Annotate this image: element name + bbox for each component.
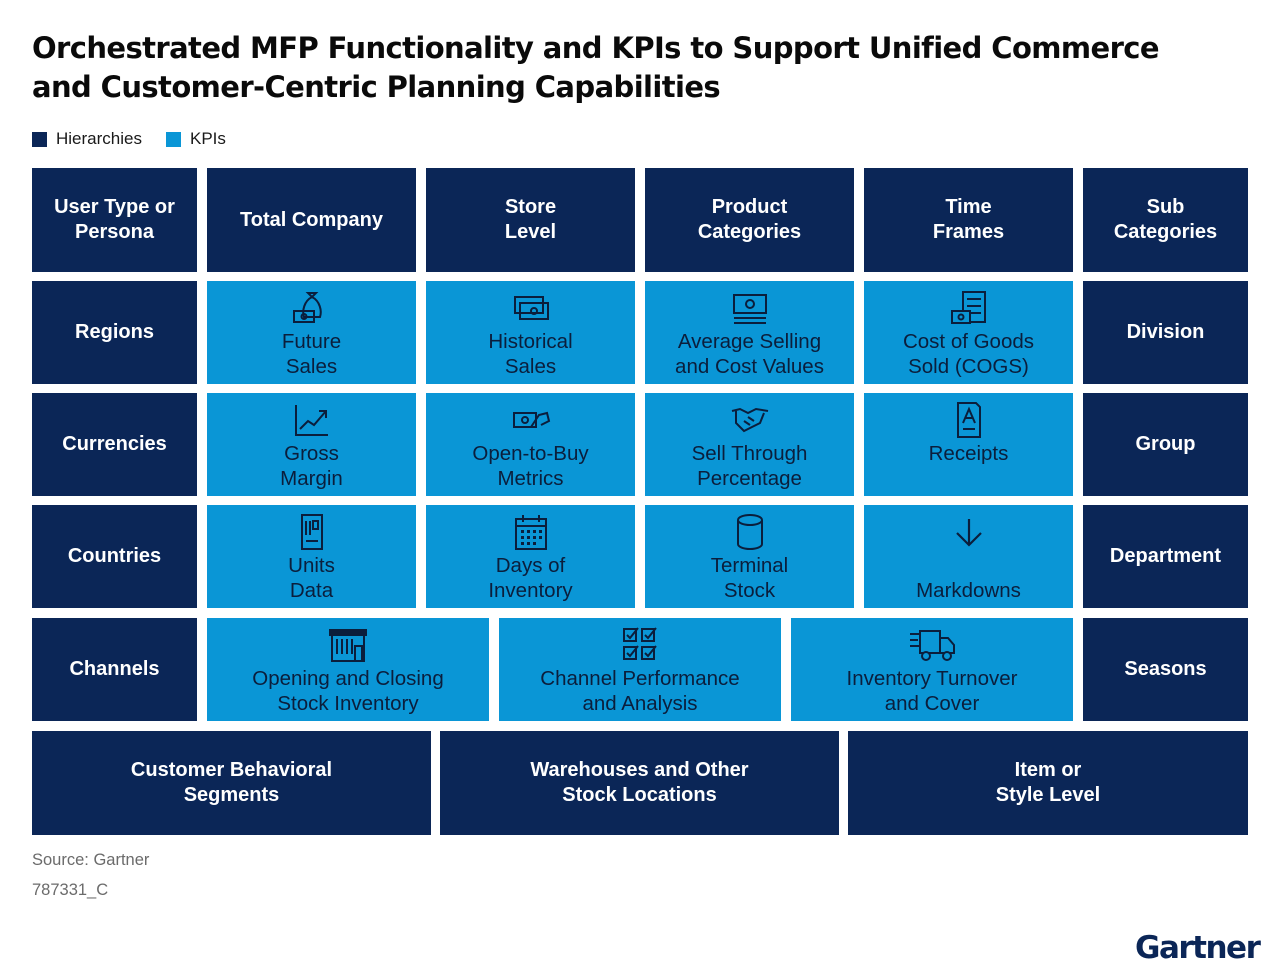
kpi-open-to-buy: Open-to-Buy Metrics <box>426 393 635 496</box>
kpi-label: Average Selling and Cost Values <box>675 330 824 378</box>
hierarchy-label: Time Frames <box>932 196 1005 243</box>
hierarchy-group: Group <box>1083 393 1248 496</box>
kpi-label: Open-to-Buy Metrics <box>472 442 589 490</box>
calendar-icon <box>511 511 551 553</box>
gartner-logo: Gartner <box>1135 930 1261 966</box>
hierarchy-division: Division <box>1083 281 1248 384</box>
kpi-label: Historical Sales <box>488 330 573 378</box>
kpi-units-data: Units Data <box>207 505 416 608</box>
hierarchy-product-categories: Product Categories <box>645 168 854 272</box>
handshake-icon <box>730 399 770 441</box>
hierarchy-label: Warehouses and Other Stock Locations <box>530 759 749 806</box>
cash-icon <box>511 287 551 329</box>
hierarchy-department: Department <box>1083 505 1248 608</box>
title-line-2: and Customer-Centric Planning Capabiliti… <box>32 70 721 104</box>
document-icon <box>949 399 989 441</box>
hierarchy-customer-segments: Customer Behavioral Segments <box>32 731 431 835</box>
kpi-label: Days of Inventory <box>488 554 573 602</box>
legend-kpis: KPIs <box>165 129 226 149</box>
source-note: Source: Gartner <box>32 851 150 869</box>
cylinder-icon <box>730 511 770 553</box>
kpi-gross-margin: Gross Margin <box>207 393 416 496</box>
kpi-label: Cost of Goods Sold (COGS) <box>902 330 1035 378</box>
kpi-inventory-turnover: Inventory Turnover and Cover <box>791 618 1073 721</box>
kpi-label: Future Sales <box>281 330 342 378</box>
hierarchy-item-style: Item or Style Level <box>848 731 1248 835</box>
hierarchy-label: Sub Categories <box>1113 196 1218 243</box>
kpi-days-of-inventory: Days of Inventory <box>426 505 635 608</box>
hierarchy-label: User Type or Persona <box>54 196 175 243</box>
kpi-cogs: Cost of Goods Sold (COGS) <box>864 281 1073 384</box>
hierarchy-label: Customer Behavioral Segments <box>130 759 333 806</box>
hierarchies-swatch <box>32 131 47 147</box>
hierarchy-label: Seasons <box>1124 658 1207 680</box>
legend: Hierarchies KPIs <box>32 128 250 150</box>
kpi-average-selling: Average Selling and Cost Values <box>645 281 854 384</box>
legend-hierarchies-label: Hierarchies <box>56 129 142 148</box>
checklist-icon <box>620 624 660 666</box>
kpi-sell-through: Sell Through Percentage <box>645 393 854 496</box>
kpi-label: Inventory Turnover and Cover <box>846 667 1018 715</box>
chart-title: Orchestrated MFP Functionality and KPIs … <box>32 29 1242 107</box>
banknote-icon <box>730 287 770 329</box>
hierarchy-user-type: User Type or Persona <box>32 168 197 272</box>
legend-kpis-label: KPIs <box>189 129 226 148</box>
hierarchy-regions: Regions <box>32 281 197 384</box>
hierarchy-label: Total Company <box>240 208 383 231</box>
hierarchy-label: Regions <box>75 321 154 343</box>
hierarchy-label: Department <box>1109 545 1222 567</box>
kpi-label: Gross Margin <box>280 442 343 490</box>
kpi-historical-sales: Historical Sales <box>426 281 635 384</box>
kpi-label: Opening and Closing Stock Inventory <box>252 667 444 715</box>
kpi-channel-performance: Channel Performance and Analysis <box>499 618 781 721</box>
kpi-terminal-stock: Terminal Stock <box>645 505 854 608</box>
kpi-label: Units Data <box>288 554 335 602</box>
hierarchy-label: Store Level <box>504 196 557 243</box>
cash-register-icon <box>949 287 989 329</box>
kpi-future-sales: Future Sales <box>207 281 416 384</box>
arrow-down-icon <box>949 511 989 553</box>
money-bag-icon <box>292 287 332 329</box>
kpi-label: Channel Performance and Analysis <box>540 667 740 715</box>
kpi-opening-closing: Opening and Closing Stock Inventory <box>207 618 489 721</box>
hierarchy-sub-categories: Sub Categories <box>1083 168 1248 272</box>
hierarchy-label: Group <box>1135 433 1196 455</box>
hierarchy-seasons: Seasons <box>1083 618 1248 721</box>
hierarchy-countries: Countries <box>32 505 197 608</box>
kpi-markdowns: Markdowns <box>864 505 1073 608</box>
hierarchy-time-frames: Time Frames <box>864 168 1073 272</box>
hierarchy-channels: Channels <box>32 618 197 721</box>
kpi-label: Receipts <box>928 442 1009 465</box>
hierarchy-total-company: Total Company <box>207 168 416 272</box>
kpi-label: Sell Through Percentage <box>691 442 808 490</box>
money-hand-icon <box>511 399 551 441</box>
hierarchy-label: Countries <box>67 545 162 567</box>
kpi-label: Markdowns <box>916 579 1021 602</box>
hierarchy-label: Item or Style Level <box>995 759 1101 806</box>
truck-icon <box>908 624 956 666</box>
hierarchy-currencies: Currencies <box>32 393 197 496</box>
phone-icon <box>292 511 332 553</box>
hierarchy-store-level: Store Level <box>426 168 635 272</box>
storefront-icon <box>328 624 368 666</box>
kpi-receipts: Receipts <box>864 393 1073 496</box>
title-line-1: Orchestrated MFP Functionality and KPIs … <box>32 31 1160 65</box>
hierarchy-label: Division <box>1126 321 1205 343</box>
document-id: 787331_C <box>32 881 109 899</box>
hierarchy-label: Channels <box>69 658 160 680</box>
hierarchy-warehouses: Warehouses and Other Stock Locations <box>440 731 839 835</box>
hierarchy-label: Currencies <box>62 433 167 455</box>
kpi-label: Terminal Stock <box>710 554 789 602</box>
kpis-swatch <box>165 131 181 147</box>
hierarchy-label: Product Categories <box>697 196 802 243</box>
trend-chart-icon <box>292 399 332 441</box>
legend-hierarchies: Hierarchies <box>32 129 142 149</box>
